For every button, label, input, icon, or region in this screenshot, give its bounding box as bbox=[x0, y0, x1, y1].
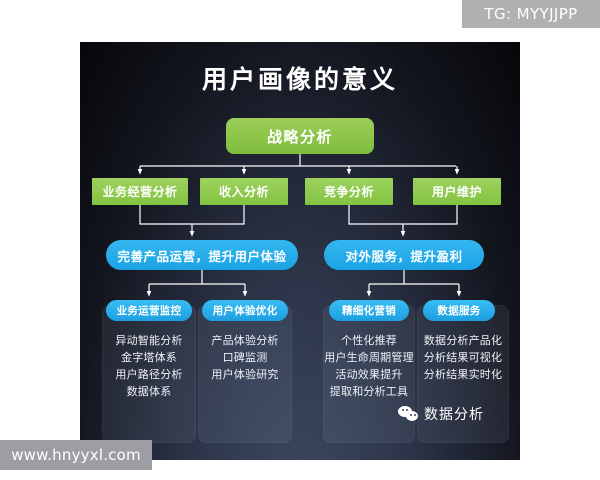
tg-watermark-label: TG: MYYJJPP bbox=[462, 0, 600, 28]
list-item: 活动效果提升 bbox=[335, 368, 403, 381]
diagram-slide: 用户画像的意义 bbox=[80, 42, 520, 460]
list-item: 数据体系 bbox=[126, 385, 172, 398]
node-user-maintenance[interactable]: 用户维护 bbox=[413, 178, 501, 205]
site-watermark-label: www.hnyyxl.com bbox=[0, 440, 152, 470]
column-header-experience-optimization[interactable]: 用户体验优化 bbox=[202, 300, 288, 321]
list-item: 用户生命周期管理 bbox=[324, 351, 414, 364]
list-item: 口碑监测 bbox=[222, 351, 268, 364]
column-items-operations-monitoring: 异动智能分析 金字塔体系 用户路径分析 数据体系 bbox=[102, 332, 196, 400]
column-items-experience-optimization: 产品体验分析 口碑监测 用户体验研究 bbox=[198, 332, 292, 383]
wechat-icon bbox=[398, 405, 418, 423]
column-card-data-service bbox=[417, 305, 509, 443]
wechat-credit-text: 数据分析 bbox=[424, 407, 484, 423]
group-external-service-profit[interactable]: 对外服务，提升盈利 bbox=[324, 240, 484, 270]
node-strategic-analysis[interactable]: 战略分析 bbox=[226, 118, 374, 154]
column-header-precision-marketing[interactable]: 精细化营销 bbox=[329, 300, 409, 321]
list-item: 金字塔体系 bbox=[121, 351, 177, 364]
column-card-experience-optimization bbox=[198, 305, 292, 443]
page-title: 用户画像的意义 bbox=[201, 65, 398, 94]
list-item: 分析结果可视化 bbox=[423, 351, 503, 364]
group-improve-product-experience[interactable]: 完善产品运营，提升用户体验 bbox=[106, 240, 298, 270]
list-item: 个性化推荐 bbox=[341, 334, 397, 347]
column-header-data-service[interactable]: 数据服务 bbox=[423, 300, 495, 321]
list-item: 数据分析产品化 bbox=[423, 334, 503, 347]
list-item: 产品体验分析 bbox=[211, 334, 279, 347]
list-item: 用户路径分析 bbox=[115, 368, 183, 381]
list-item: 提取和分析工具 bbox=[329, 385, 409, 398]
node-competition-analysis[interactable]: 竞争分析 bbox=[305, 178, 393, 205]
column-card-precision-marketing bbox=[323, 305, 415, 443]
wechat-credit: 数据分析 bbox=[398, 404, 484, 424]
list-item: 用户体验研究 bbox=[211, 368, 279, 381]
list-item: 分析结果实时化 bbox=[423, 368, 503, 381]
node-business-operation-analysis[interactable]: 业务经营分析 bbox=[92, 178, 188, 205]
node-revenue-analysis[interactable]: 收入分析 bbox=[200, 178, 288, 205]
list-item: 异动智能分析 bbox=[115, 334, 183, 347]
column-items-precision-marketing: 个性化推荐 用户生命周期管理 活动效果提升 提取和分析工具 bbox=[323, 332, 415, 400]
column-items-data-service: 数据分析产品化 分析结果可视化 分析结果实时化 bbox=[417, 332, 509, 383]
column-header-operations-monitoring[interactable]: 业务运营监控 bbox=[106, 300, 192, 321]
